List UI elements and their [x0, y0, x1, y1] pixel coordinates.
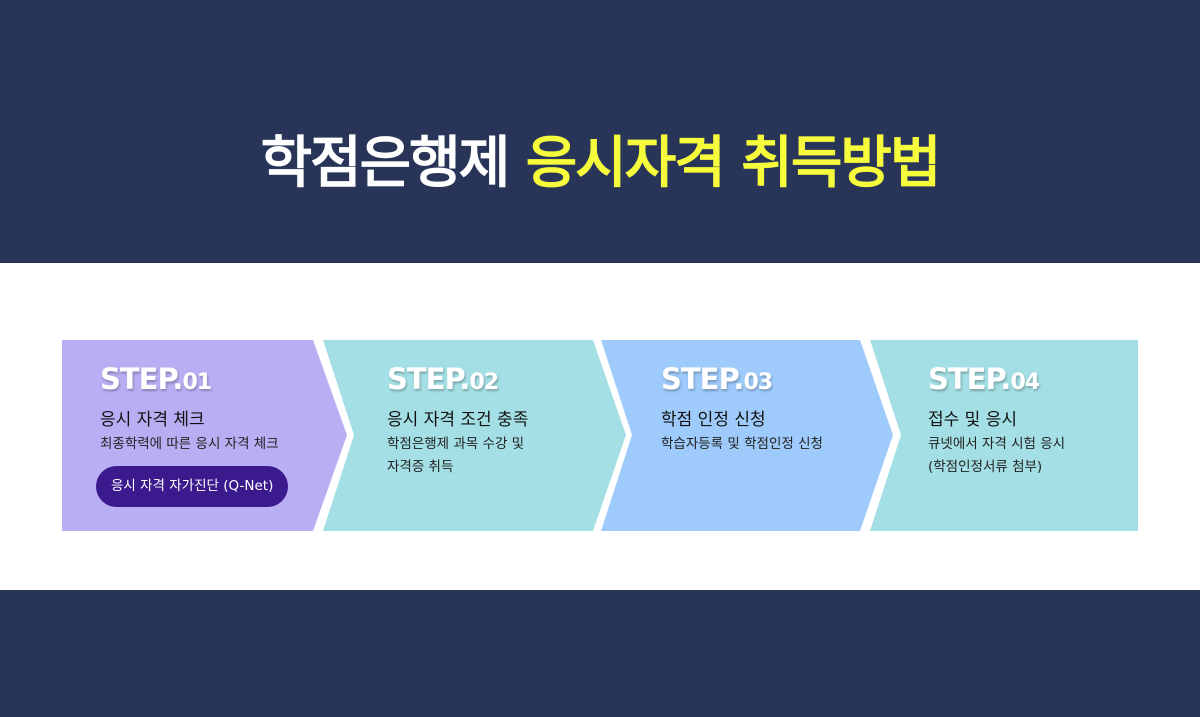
page-title: 학점은행제 응시자격 취득방법: [0, 118, 1200, 199]
step-4-content: STEP.04 접수 및 응시 큐넷에서 자격 시험 응시 (학점인정서류 첨부…: [928, 362, 1065, 479]
step-4-panel: [870, 340, 1138, 531]
step-heading: 접수 및 응시: [928, 410, 1018, 430]
step-3-content: STEP.03 학점 인정 신청 학습자등록 및 학점인정 신청: [661, 362, 823, 456]
step-1-content: STEP.01 응시 자격 체크 최종학력에 따른 응시 자격 체크 응시 자격…: [96, 362, 289, 507]
step-3-panel: [601, 340, 893, 531]
footer-band: [0, 590, 1200, 717]
title-white: 학점은행제: [260, 131, 511, 196]
step-2-panel: [323, 340, 626, 531]
step-description: 학점은행제 과목 수강 및 자격증 취득: [387, 436, 525, 475]
step-label: STEP.02: [387, 362, 499, 396]
step-label: STEP.03: [661, 362, 773, 396]
step-2-content: STEP.02 응시 자격 조건 충족 학점은행제 과목 수강 및 자격증 취득: [387, 362, 528, 479]
step-description: 최종학력에 따른 응시 자격 체크: [100, 436, 279, 452]
header-banner: [0, 0, 1200, 263]
step-description: 학습자등록 및 학점인정 신청: [661, 436, 823, 452]
qnet-self-diagnosis-button[interactable]: 응시 자격 자가진단 (Q-Net): [96, 466, 289, 507]
step-heading: 응시 자격 조건 충족: [387, 410, 529, 430]
step-description: 큐넷에서 자격 시험 응시 (학점인정서류 첨부): [928, 436, 1066, 475]
step-label: STEP.04: [928, 362, 1040, 396]
step-label: STEP.01: [100, 362, 212, 396]
step-heading: 학점 인정 신청: [661, 410, 766, 430]
title-highlight: 응시자격 취득방법: [525, 131, 942, 196]
step-heading: 응시 자격 체크: [100, 410, 205, 430]
